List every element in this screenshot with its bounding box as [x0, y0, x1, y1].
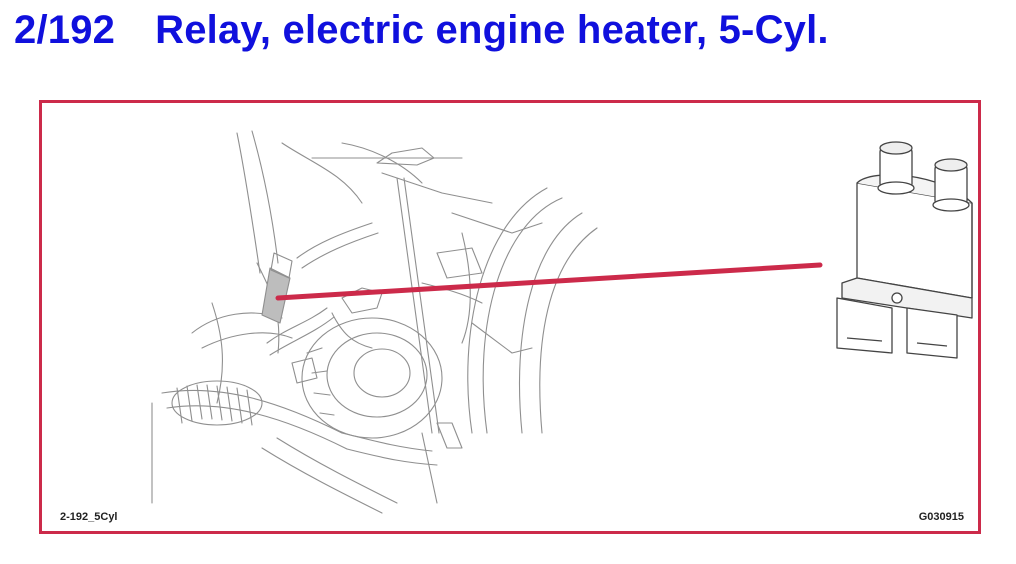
engine-bay-illustration [151, 130, 973, 514]
illustration-frame: 2-192_5Cyl G030915 [39, 100, 981, 534]
figure-ref-code: 2-192_5Cyl [60, 511, 118, 523]
figure-id: G030915 [918, 511, 964, 523]
relay-component-icon [836, 141, 973, 359]
page-title: 2/192 Relay, electric engine heater, 5-Cy… [14, 8, 829, 53]
component-title: Relay, electric engine heater, 5-Cyl. [155, 8, 829, 52]
pointer-line [275, 262, 823, 301]
page-number: 2/192 [14, 8, 116, 52]
